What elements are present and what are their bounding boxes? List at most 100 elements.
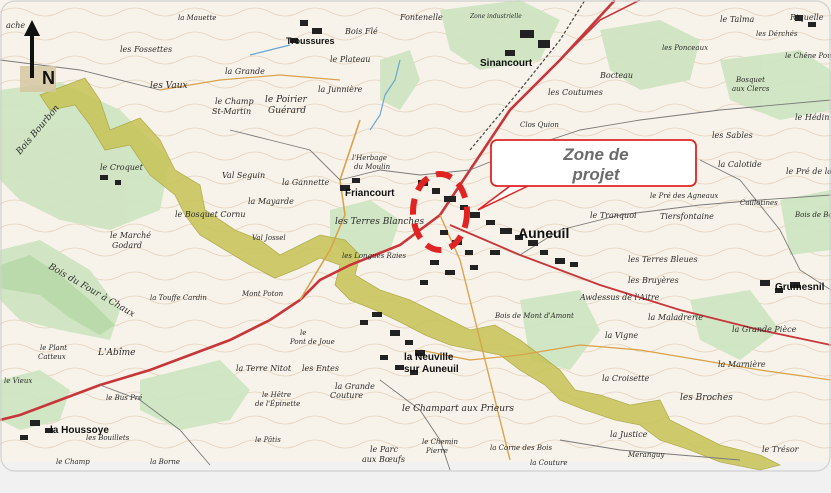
place-fontenelle: Fontenelle <box>399 13 443 22</box>
place-meranguy: Méranguy <box>627 451 665 459</box>
place-herbage1: l'Herbage <box>352 154 387 162</box>
place-chenepoux: le Chêne Poux <box>785 52 831 60</box>
place-valjossel: Val Jossel <box>252 234 286 242</box>
place-parc2: aux Bœufs <box>362 455 405 464</box>
place-awdessus: Awdessus de l'Aitre <box>579 293 660 302</box>
place-poirier1: le Poirier <box>265 95 308 105</box>
place-talma: le Talma <box>720 15 754 24</box>
place-boismontdamont: Bois de Mont d'Amont <box>494 312 574 320</box>
place-grandecouture2: Couture <box>330 391 363 400</box>
town-labels: Auneuil Troussures Sinancourt Friancourt… <box>50 36 825 436</box>
place-montpoton: Mont Poton <box>241 290 284 298</box>
place-chemin2: Pierre <box>425 447 448 455</box>
place-zoneindus: Zone industrielle <box>469 13 522 20</box>
place-hedin: le Hédin <box>795 113 829 122</box>
place-champart: le Champart aux Prieurs <box>402 404 514 414</box>
place-tiersfontaine: Tiersfontaine <box>660 212 714 221</box>
place-riquelle: Riquelle <box>789 13 824 22</box>
place-bruyeres: les Bruyères <box>628 276 679 285</box>
place-boisdeboul: Bois de Boul <box>794 211 831 219</box>
place-bosquet2: aux Clercs <box>732 85 770 93</box>
stream <box>369 59 401 131</box>
place-bouillets: les Bouillets <box>86 434 130 442</box>
place-marniere: la Marnière <box>718 360 766 369</box>
place-champ1: le Champ <box>215 97 254 106</box>
callout-box <box>490 139 697 187</box>
place-mayarde: la Mayarde <box>248 197 294 206</box>
place-patis: le Pâtis <box>255 436 281 444</box>
place-buspre: le Bus Pré <box>106 394 142 402</box>
place-herbage2: du Moulin <box>354 163 391 171</box>
place-fossettes: les Fossettes <box>120 45 172 54</box>
place-croisette: la Croisette <box>602 374 649 383</box>
callout-line1: Zone de <box>562 145 628 164</box>
place-predesa: le Pré de la F <box>786 167 831 176</box>
place-grandepiece: la Grande Pièce <box>732 325 797 334</box>
place-marche1: le Marché <box>110 231 151 240</box>
map-frame <box>0 0 831 472</box>
place-caillotines: Caillotines <box>740 199 778 207</box>
railway <box>469 0 586 151</box>
place-chemin1: le Chemin <box>422 438 458 446</box>
place-couture: la Couture <box>530 459 568 467</box>
place-justice: la Justice <box>610 430 648 439</box>
place-ache: ache <box>6 21 25 30</box>
place-touffecardin: la Touffe Cardin <box>150 294 207 302</box>
place-marche2: Godard <box>112 241 142 250</box>
town-grumesnil: Grumesnil <box>775 282 825 293</box>
place-cornebois: la Corne des Bois <box>490 444 552 452</box>
town-troussures: Troussures <box>286 36 335 46</box>
place-champd: le Champ <box>56 458 90 466</box>
place-labels: ache les Fossettes les Vaux la Grande le… <box>4 13 831 467</box>
place-bosquetcornu: le Bosquet Cornu <box>175 210 245 219</box>
place-champ2: St-Martin <box>212 107 251 116</box>
place-vaux: les Vaux <box>150 81 188 91</box>
yellow-corridor <box>39 77 782 471</box>
place-ponceaux: les Ponceaux <box>662 44 708 52</box>
place-predesagneaux: le Pré des Agneaux <box>650 192 718 200</box>
place-plant2: Catteux <box>38 353 66 361</box>
town-neuville2: sur Auneuil <box>404 364 459 375</box>
stream-2 <box>249 44 291 56</box>
project-zone-circle <box>410 171 470 253</box>
town-houssoye: la Houssoye <box>50 425 109 436</box>
place-mauette: la Mauette <box>178 14 216 22</box>
place-terresbleues: les Terres Bleues <box>628 255 698 264</box>
place-entes: les Entes <box>302 364 339 373</box>
place-coutumes: les Coutumes <box>548 88 603 97</box>
north-label: N <box>42 68 55 88</box>
place-pontdejoue2: Pont de Joue <box>289 338 335 346</box>
place-derches: les Dérchés <box>756 30 798 38</box>
place-maladrerie: la Maladrerie <box>648 313 703 322</box>
town-neuville1: la Neuville <box>404 352 454 363</box>
place-grandecouture1: la Grande <box>335 382 375 391</box>
north-arrow-icon <box>24 20 40 36</box>
place-gannette: la Gannette <box>282 178 330 187</box>
place-longuesraies: les Longues Raies <box>342 252 407 260</box>
place-plant1: le Plant <box>40 344 67 352</box>
place-terrenitot: la Terre Nitot <box>236 364 292 373</box>
bottom-fade <box>0 462 831 493</box>
place-borne: la Borne <box>150 458 180 466</box>
town-auneuil: Auneuil <box>518 225 569 241</box>
town-friancourt: Friancourt <box>345 188 395 199</box>
north-arrow: N <box>20 20 56 92</box>
place-boisfle: Bois Flé <box>344 27 378 36</box>
callout-line2: projet <box>571 165 621 184</box>
place-vallseguin: Val Seguin <box>222 171 265 180</box>
place-parc1: le Parc <box>370 445 398 454</box>
roads <box>0 0 831 471</box>
place-abime: L'Abîme <box>97 347 135 358</box>
green-strip <box>0 255 115 335</box>
place-bocteau: Bocteau <box>599 71 633 80</box>
place-calotide: la Calotide <box>718 160 762 169</box>
town-sinancourt: Sinancourt <box>480 58 533 69</box>
place-bosquet1: Bosquet <box>735 76 765 84</box>
place-plateau: le Plateau <box>330 55 370 64</box>
place-pontdejoue1: le <box>300 329 306 337</box>
buildings <box>20 15 816 440</box>
place-closquion: Clos Quion <box>520 121 559 129</box>
place-poirier2: Guérard <box>268 105 306 116</box>
